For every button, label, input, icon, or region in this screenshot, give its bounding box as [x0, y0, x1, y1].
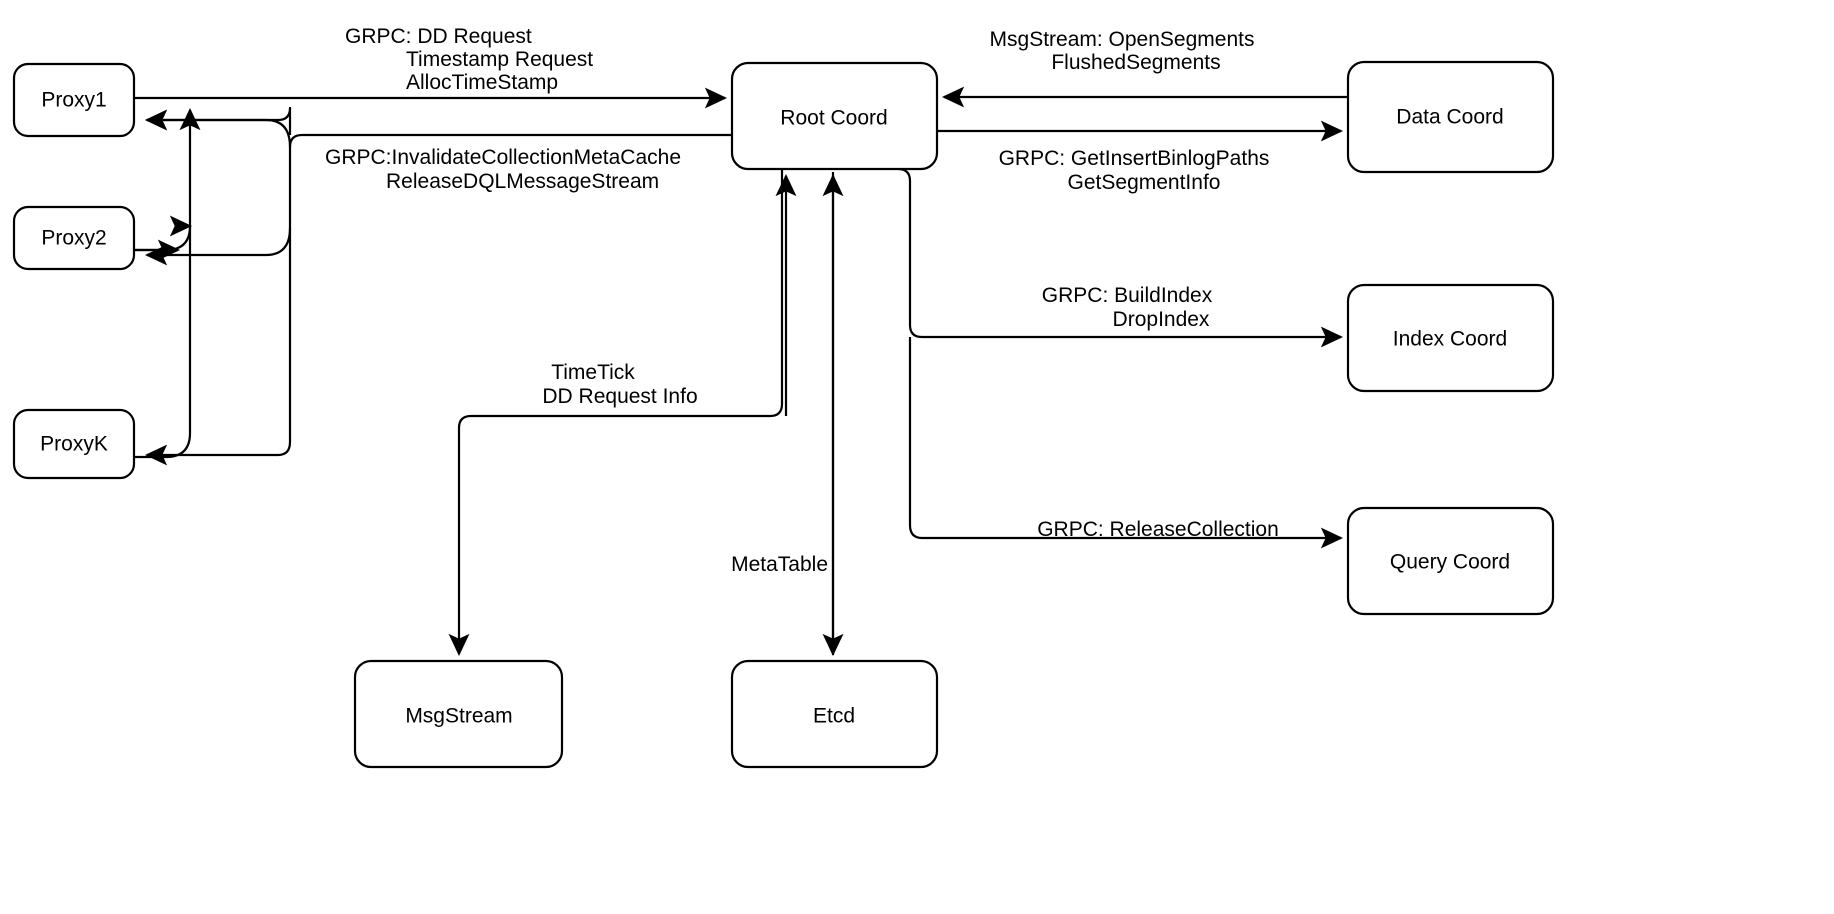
node-indexcoord[interactable]: Index Coord: [1346, 283, 1555, 393]
node-msgstream-label: MsgStream: [405, 705, 512, 728]
edge-label-datacoord-to-rootcoord-line2: FlushedSegments: [1051, 51, 1220, 74]
node-proxy2[interactable]: Proxy2: [12, 205, 136, 271]
node-datacoord-label: Data Coord: [1396, 106, 1503, 129]
node-proxyk-label: ProxyK: [40, 433, 108, 456]
edge-label-rootcoord-to-msgstream-line2: DD Request Info: [542, 385, 697, 408]
edge-label-datacoord-to-rootcoord-line1: MsgStream: OpenSegments: [990, 28, 1255, 51]
edge-label-proxy-to-rootcoord-line2: Timestamp Request: [406, 48, 593, 71]
node-datacoord[interactable]: Data Coord: [1346, 60, 1555, 174]
edge-labels-group: GRPC: DD Request Timestamp Request Alloc…: [325, 25, 1279, 576]
node-etcd[interactable]: Etcd: [730, 659, 939, 769]
node-proxy1-label: Proxy1: [41, 89, 106, 112]
edge-label-rootcoord-to-proxies-line1: GRPC:InvalidateCollectionMetaCache: [325, 146, 681, 169]
edge-rootcoord-to-proxy-trunk: [144, 133, 732, 466]
edge-label-rootcoord-to-indexcoord-line1: GRPC: BuildIndex: [1042, 284, 1213, 307]
edge-rootcoord-to-querycoord: [908, 337, 1344, 549]
node-rootcoord-label: Root Coord: [780, 107, 887, 130]
edge-label-proxy-to-rootcoord-line1: GRPC: DD Request: [345, 25, 532, 48]
edge-label-rootcoord-to-indexcoord-line2: DropIndex: [1113, 308, 1210, 331]
edge-label-rootcoord-to-datacoord-line1: GRPC: GetInsertBinlogPaths: [999, 147, 1270, 170]
node-proxy2-label: Proxy2: [41, 227, 106, 250]
edge-proxy2-to-uptrunk: [134, 223, 201, 252]
edge-rootcoord-to-proxy1: [144, 106, 292, 135]
nodes-group: Proxy1 Proxy2 ProxyK Root Coord Data Coo…: [12, 60, 1555, 769]
edge-rootcoord-to-proxy2: [144, 227, 292, 266]
edge-rootcoord-to-indexcoord: [897, 167, 1344, 348]
edge-label-rootcoord-etcd-metatable: MetaTable: [731, 553, 828, 576]
edge-label-proxy-to-rootcoord-line3: AllocTimeStamp: [406, 71, 558, 94]
edge-label-rootcoord-to-querycoord-line1: GRPC: ReleaseCollection: [1037, 518, 1279, 541]
node-proxy1[interactable]: Proxy1: [12, 62, 136, 138]
edge-proxyk-to-uptrunk: [134, 107, 201, 459]
node-querycoord[interactable]: Query Coord: [1346, 506, 1555, 616]
edge-rootcoord-to-msgstream: [448, 169, 784, 657]
edge-rootcoord-to-proxy1-stub: [144, 109, 292, 148]
edge-label-rootcoord-to-msgstream-line1: TimeTick: [551, 361, 635, 384]
node-proxyk[interactable]: ProxyK: [12, 408, 136, 480]
edges-group: [134, 86, 1348, 657]
edge-label-rootcoord-to-proxies-line2: ReleaseDQLMessageStream: [386, 170, 659, 193]
node-rootcoord[interactable]: Root Coord: [730, 61, 939, 171]
node-msgstream[interactable]: MsgStream: [353, 659, 564, 769]
edge-label-rootcoord-to-datacoord-line2: GetSegmentInfo: [1068, 171, 1221, 194]
node-indexcoord-label: Index Coord: [1393, 328, 1507, 351]
node-etcd-label: Etcd: [813, 705, 855, 728]
node-querycoord-label: Query Coord: [1390, 551, 1510, 574]
